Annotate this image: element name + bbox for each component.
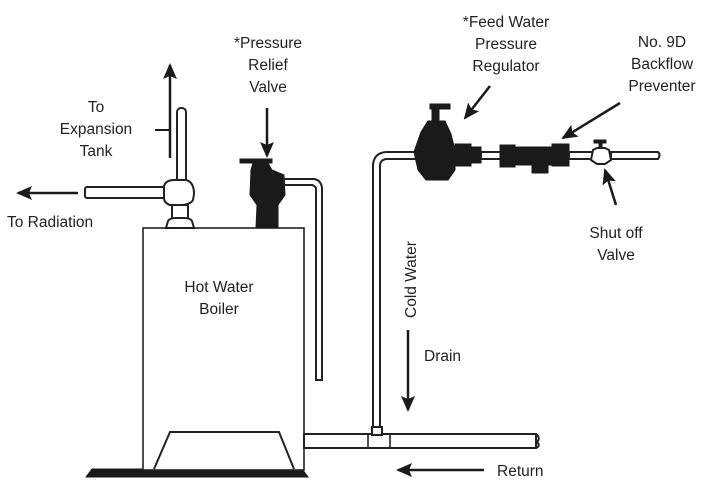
pressure-relief-label-line-1: *Pressure [234,35,302,52]
pressure-relief-label-line-3: Valve [249,79,287,96]
feed-water-pressure-regulator [413,103,482,181]
cold-water-line: Cold Water [372,151,420,436]
shut-off-label-line-1: Shut off [589,225,643,242]
feed-water-label-line-1: *Feed Water [463,14,549,31]
backflow-label-line-2: Backflow [631,56,694,73]
expansion-tank-tee [84,107,196,229]
pressure-relief-valve [239,158,323,381]
feed-water-regulator-arrow [463,85,491,120]
expansion-tank-label-line-1: To [88,99,104,116]
expansion-tank-label-line-2: Expansion [60,121,132,138]
backflow-preventer [499,143,570,174]
backflow-label-line-3: Preventer [628,78,695,95]
radiation-label: To Radiation [7,214,93,231]
feed-water-label-line-3: Regulator [472,58,539,75]
backflow-label-line-1: No. 9D [638,34,686,51]
supply-pipe-segment-1 [480,151,502,160]
cold-water-label: Cold Water [403,241,420,318]
return-label: Return [497,463,544,480]
feed-water-label-line-2: Pressure [475,36,537,53]
shut-off-valve [589,139,661,165]
return-line [303,426,540,449]
shut-off-label-line-2: Valve [597,247,635,264]
backflow-preventer-arrow [561,101,621,140]
boiler-label-line-1: Hot Water [184,279,253,296]
shut-off-valve-arrow [602,168,618,206]
boiler-burner-door [153,431,295,470]
pressure-relief-label-line-2: Relief [248,57,288,74]
boiler-label-line-2: Boiler [199,301,239,318]
supply-pipe-segment-2 [568,151,594,160]
expansion-tank-label-line-3: Tank [80,143,113,160]
hot-water-boiler: Hot Water Boiler [142,227,305,471]
drain-label: Drain [424,348,461,365]
